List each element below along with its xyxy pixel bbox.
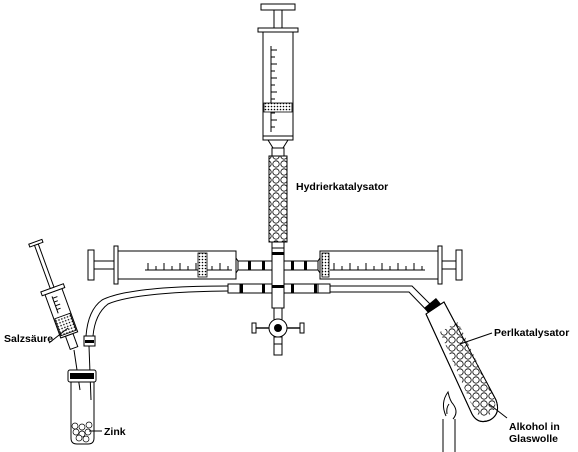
central-cross [237,247,319,356]
label-hydrierkatalysator: Hydrierkatalysator [296,181,388,193]
right-syringe [317,245,463,285]
salzsaeure-syringe [28,238,79,351]
left-tubing [83,283,241,347]
label-zink: Zink [104,426,126,438]
label-salzsaeure: Salzsäure [4,333,53,345]
alkohol-leader [488,403,508,419]
perlkat-tube [425,301,498,422]
hydrier-column [268,147,288,249]
label-perlkatalysator: Perlkatalysator [494,327,569,339]
salzsaeure-leader [48,327,69,344]
perlkat-leader [459,332,493,345]
top-syringe [257,3,299,149]
burner-flame [442,390,457,452]
left-syringe [87,245,239,285]
label-alkohol-line1: Alkohol in [509,421,560,433]
zink-tube [67,345,97,445]
label-alkohol-line2: Glaswolle [509,433,558,445]
